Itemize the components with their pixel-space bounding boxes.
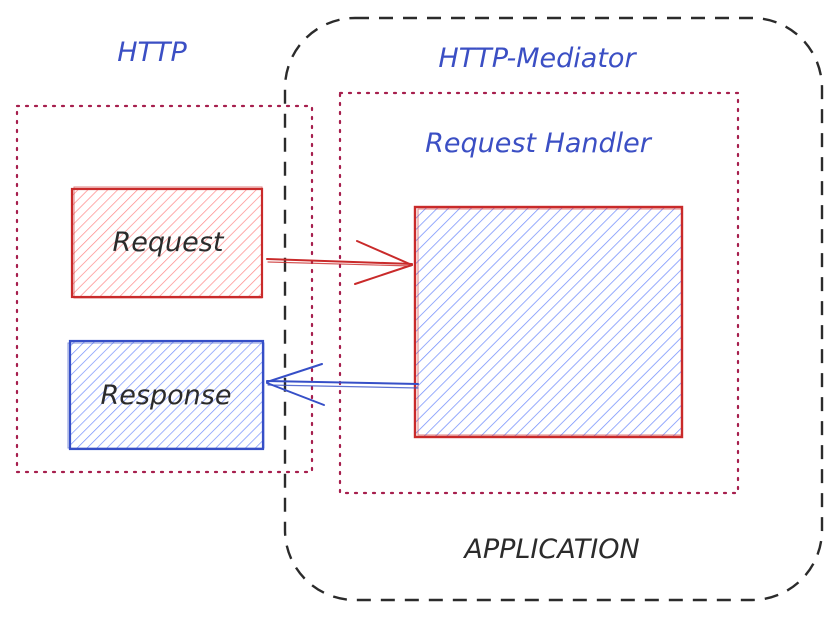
arrow-right-icon bbox=[266, 240, 413, 285]
request-handler-box bbox=[413, 205, 684, 439]
request-handler-label: Request Handler bbox=[425, 128, 653, 159]
http-group bbox=[15, 104, 314, 474]
application-label: APPLICATION bbox=[462, 534, 639, 565]
application-boundary bbox=[283, 16, 824, 602]
response-label: Response bbox=[101, 380, 232, 411]
http-mediator-label: HTTP-Mediator bbox=[438, 43, 637, 74]
http-mediator-group bbox=[338, 91, 740, 495]
response-box bbox=[67, 339, 265, 451]
http-label: HTTP bbox=[117, 37, 187, 68]
request-box bbox=[70, 186, 264, 299]
request-label: Request bbox=[113, 227, 225, 258]
arrow-left-icon bbox=[266, 363, 419, 406]
